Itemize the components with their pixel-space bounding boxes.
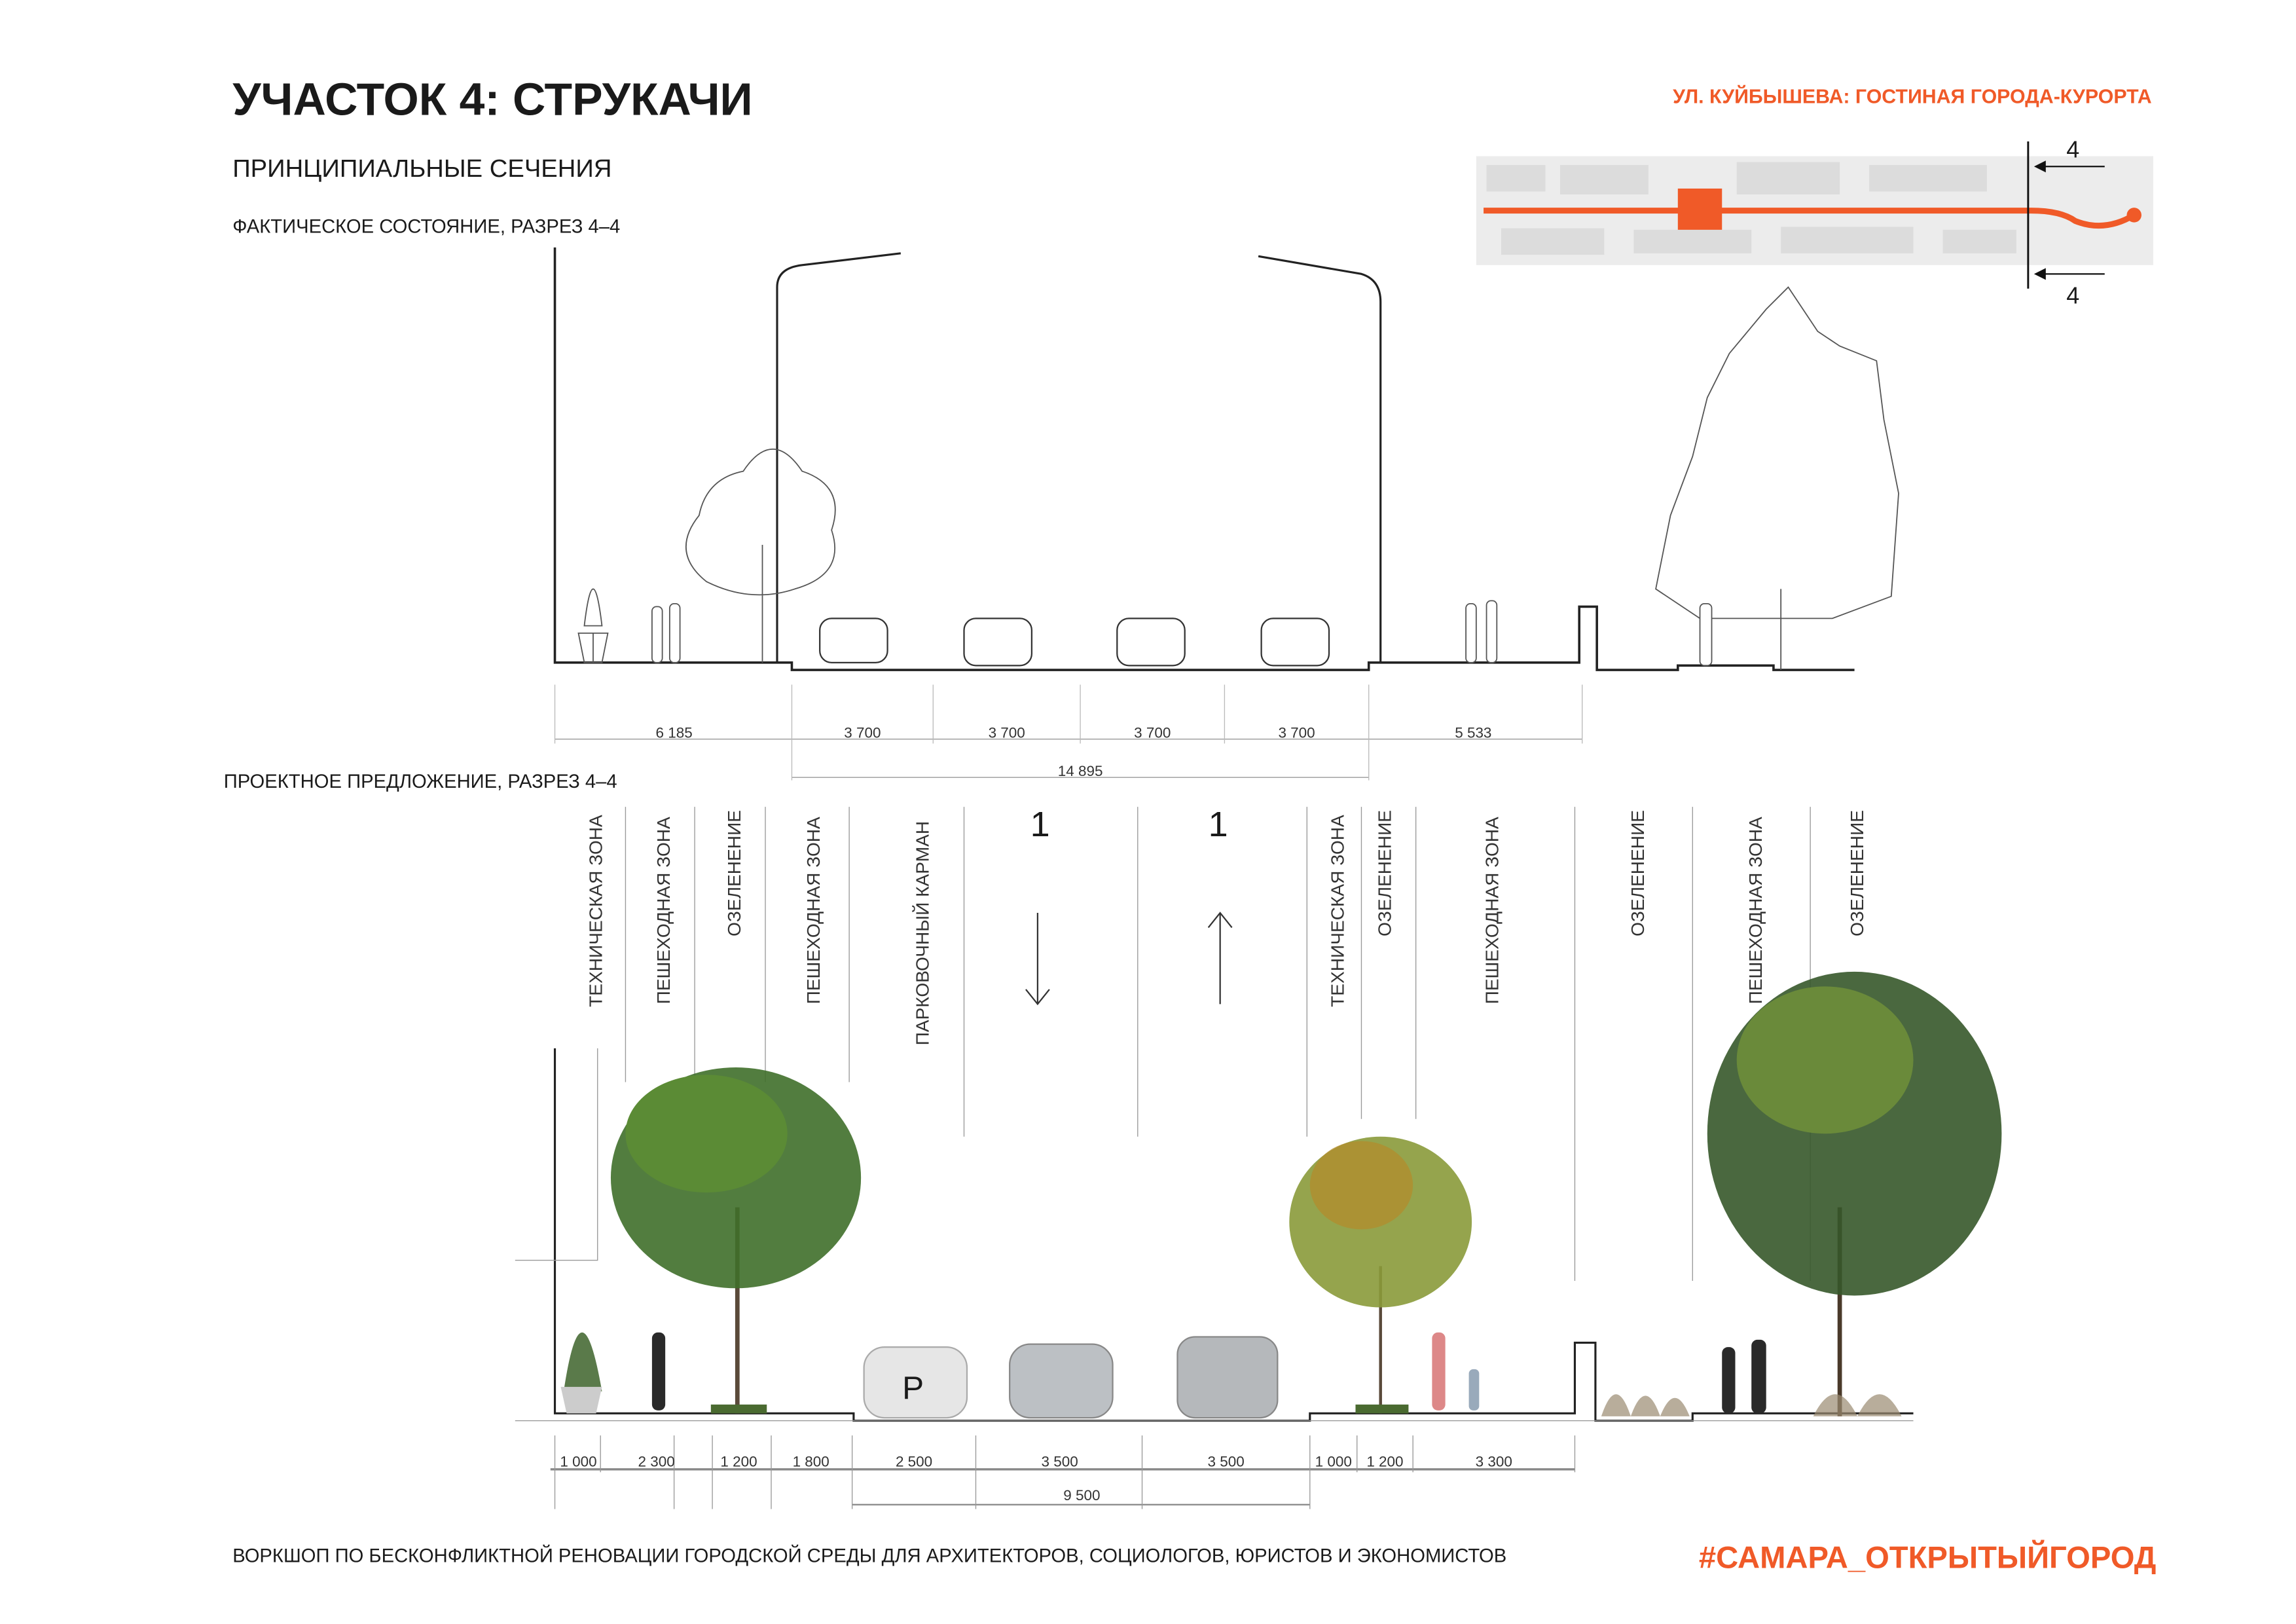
zone-label: ОЗЕЛЕНЕНИЕ — [724, 810, 744, 936]
zone-label: ТЕХНИЧЕСКАЯ ЗОНА — [585, 815, 606, 1007]
lane-number: 1 — [1030, 805, 1050, 844]
proposed-dimensions: 1 000 2 300 1 200 1 800 2 500 3 500 3 50… — [550, 1435, 1576, 1509]
lane-number: 1 — [1209, 805, 1228, 844]
zone-label: ТЕХНИЧЕСКАЯ ЗОНА — [1327, 815, 1347, 1007]
dim-label: 3 500 — [1041, 1453, 1078, 1469]
dim-label: 1 000 — [560, 1453, 596, 1469]
zone-label: ПЕШЕХОДНАЯ ЗОНА — [1745, 817, 1766, 1004]
dim-label: 3 700 — [1134, 724, 1171, 741]
proposed-tree — [560, 971, 2002, 1416]
dim-label: 5 533 — [1455, 724, 1491, 741]
page-title: УЧАСТОК 4: СТРУКАЧИ — [232, 74, 752, 125]
dim-label: 1 000 — [1315, 1453, 1352, 1469]
section-marker-bottom: 4 — [2066, 282, 2079, 308]
page-subtitle: ПРИНЦИПИАЛЬНЫЕ СЕЧЕНИЯ — [232, 155, 611, 183]
zone-label: ПАРКОВОЧНЫЙ КАРМАН — [913, 821, 933, 1045]
proposed-cars: P — [863, 1336, 1279, 1419]
zone-label: ПЕШЕХОДНАЯ ЗОНА — [803, 817, 824, 1004]
parking-sign: P — [902, 1370, 924, 1406]
zone-label: ОЗЕЛЕНЕНИЕ — [1374, 810, 1394, 936]
footer-hashtag: #САМАРА_ОТКРЫТЫЙГОРОД — [1699, 1539, 2157, 1575]
dim-label: 2 300 — [638, 1453, 675, 1469]
dim-total: 9 500 — [1063, 1487, 1100, 1504]
footer-text: ВОРКШОП ПО БЕСКОНФЛИКТНОЙ РЕНОВАЦИИ ГОРО… — [232, 1544, 1506, 1566]
dim-total: 14 895 — [1058, 763, 1103, 779]
arrow-down-icon — [1025, 912, 1050, 1006]
dim-label: 3 300 — [1476, 1453, 1512, 1469]
zone-label: ПЕШЕХОДНАЯ ЗОНА — [653, 817, 674, 1004]
existing-people — [651, 600, 1713, 667]
existing-section-title: ФАКТИЧЕСКОЕ СОСТОЯНИЕ, РАЗРЕЗ 4–4 — [232, 216, 620, 237]
existing-dimensions: 6 185 3 700 3 700 3 700 3 700 5 533 14 8… — [554, 684, 1583, 781]
dim-label: 3 700 — [1278, 724, 1315, 741]
dim-label: 1 800 — [793, 1453, 829, 1469]
dim-label: 1 200 — [1366, 1453, 1403, 1469]
existing-tree — [577, 286, 1899, 671]
zone-labels: ТЕХНИЧЕСКАЯ ЗОНА ПЕШЕХОДНАЯ ЗОНА ОЗЕЛЕНЕ… — [585, 805, 1867, 1282]
existing-cars — [819, 618, 1330, 667]
dim-label: 3 500 — [1208, 1453, 1245, 1469]
existing-section-drawing — [553, 247, 1899, 671]
dim-label: 3 700 — [844, 724, 881, 741]
arrow-up-icon — [1207, 912, 1233, 1005]
dim-label: 3 700 — [989, 724, 1025, 741]
dim-label: 1 200 — [720, 1453, 757, 1469]
proposed-people — [651, 1332, 1766, 1414]
section-marker-top: 4 — [2066, 136, 2079, 163]
zone-label: ПЕШЕХОДНАЯ ЗОНА — [1482, 817, 1503, 1004]
dim-label: 2 500 — [896, 1453, 932, 1469]
project-title: УЛ. КУЙБЫШЕВА: ГОСТИНАЯ ГОРОДА-КУРОРТА — [1673, 86, 2152, 108]
key-map: 4 4 — [1476, 136, 2153, 308]
zone-label: ОЗЕЛЕНЕНИЕ — [1847, 810, 1867, 936]
dim-label: 6 185 — [656, 724, 693, 741]
proposed-section-drawing: P — [515, 971, 2002, 1422]
proposed-section-title: ПРОЕКТНОЕ ПРЕДЛОЖЕНИЕ, РАЗРЕЗ 4–4 — [224, 771, 617, 792]
zone-label: ОЗЕЛЕНЕНИЕ — [1628, 810, 1648, 936]
